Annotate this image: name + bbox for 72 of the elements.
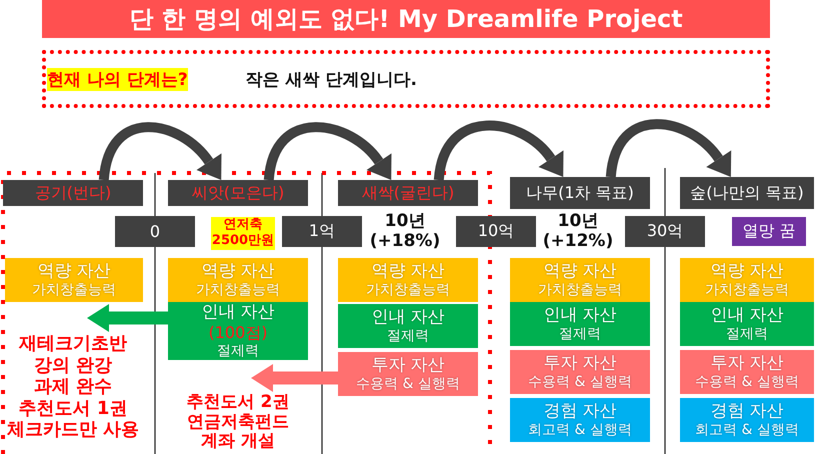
asset-card — [510, 398, 650, 442]
asset-card — [680, 350, 814, 394]
stage-header: 새싹(굴린다) — [338, 180, 478, 206]
milestone-tag: 10억 — [456, 216, 536, 247]
asset-subtitle: 절제력 — [387, 327, 429, 346]
asset-card — [510, 350, 650, 394]
asset-card — [680, 302, 814, 346]
curved-arrow — [98, 122, 223, 181]
asset-title: 역량 자산 — [201, 260, 275, 282]
task-text: 추천도서 2권 — [186, 393, 290, 413]
asset-title: 인내 자산 — [371, 306, 445, 328]
asset-card — [168, 302, 308, 360]
asset-title: 투자 자산 — [710, 352, 784, 374]
asset-title: 인내 자산 — [201, 302, 275, 322]
stage-header: 공기(번다) — [3, 180, 143, 206]
asset-subtitle: 가치창출능력 — [32, 281, 116, 300]
stage-header: 숲(나만의 목표) — [680, 177, 814, 209]
milestone-tag: 1억 — [282, 216, 362, 247]
savings-note: 연저축 2500만원 — [211, 217, 275, 250]
asset-subtitle: 절제력 — [726, 325, 768, 344]
asset-subtitle: 가치창출능력 — [705, 281, 789, 300]
asset-card — [680, 398, 814, 442]
arrow — [87, 304, 168, 332]
curved-arrow — [264, 122, 393, 181]
asset-title: 역량 자산 — [37, 260, 111, 282]
asset-card — [510, 302, 650, 346]
milestone-tag: 30억 — [625, 216, 705, 247]
asset-title: 경험 자산 — [710, 400, 784, 422]
task-text: 연금저축펀드 계좌 개설 — [186, 412, 290, 452]
asset-title: 투자 자산 — [543, 352, 617, 374]
asset-subtitle: 수용력 & 실행력 — [356, 375, 460, 394]
asset-subtitle: 가치창출능력 — [366, 281, 450, 300]
asset-card — [338, 304, 478, 348]
growth-note: 10년 (+12%) — [542, 211, 614, 252]
asset-subtitle: 가치창출능력 — [196, 281, 280, 300]
asset-subtitle: 절제력 — [559, 325, 601, 344]
asset-card — [510, 258, 650, 302]
asset-subtitle: 회고력 & 실행력 — [695, 421, 799, 440]
asset-title: 역량 자산 — [371, 260, 445, 282]
asset-title: 투자 자산 — [371, 354, 445, 376]
dotted-callout — [42, 50, 770, 108]
asset-title: 경험 자산 — [543, 400, 617, 422]
task-text: 과제 완수 — [34, 376, 112, 398]
answer-text: 작은 새싹 단계입니다. — [246, 68, 417, 90]
stage-header: 씨앗(모은다) — [168, 180, 308, 206]
asset-title: 인내 자산 — [543, 304, 617, 326]
asset-subtitle: 회고력 & 실행력 — [528, 421, 632, 440]
task-text: 재테크기초반 강의 완강 — [18, 333, 128, 376]
task-text: 체크카드만 사용 — [6, 419, 140, 441]
task-text: 추천도서 1권 — [18, 398, 128, 420]
arrow — [251, 364, 338, 392]
question-text: 현재 나의 단계는? — [47, 68, 188, 90]
asset-card — [338, 258, 478, 302]
growth-note: 10년 (+18%) — [369, 211, 441, 252]
curved-arrow — [434, 120, 565, 181]
asset-subtitle: 가치창출능력 — [538, 281, 622, 300]
asset-title: 역량 자산 — [543, 260, 617, 282]
asset-card — [338, 352, 478, 396]
curved-arrow — [606, 119, 732, 178]
asset-card — [5, 258, 143, 302]
milestone-tag: 0 — [115, 216, 195, 247]
asset-title: 인내 자산 — [710, 304, 784, 326]
asset-card — [680, 258, 814, 302]
goal-tag: 열망 꿈 — [732, 217, 806, 246]
title-banner: 단 한 명의 예외도 없다! My Dreamlife Project — [42, 0, 770, 38]
asset-subtitle: 수용력 & 실행력 — [528, 373, 632, 392]
stage-header: 나무(1차 목표) — [510, 177, 650, 209]
asset-card — [168, 258, 308, 302]
asset-subtitle: 수용력 & 실행력 — [695, 373, 799, 392]
asset-title: 역량 자산 — [710, 260, 784, 282]
score-text: (100점) — [208, 322, 268, 342]
asset-subtitle: 절제력 — [217, 342, 259, 360]
